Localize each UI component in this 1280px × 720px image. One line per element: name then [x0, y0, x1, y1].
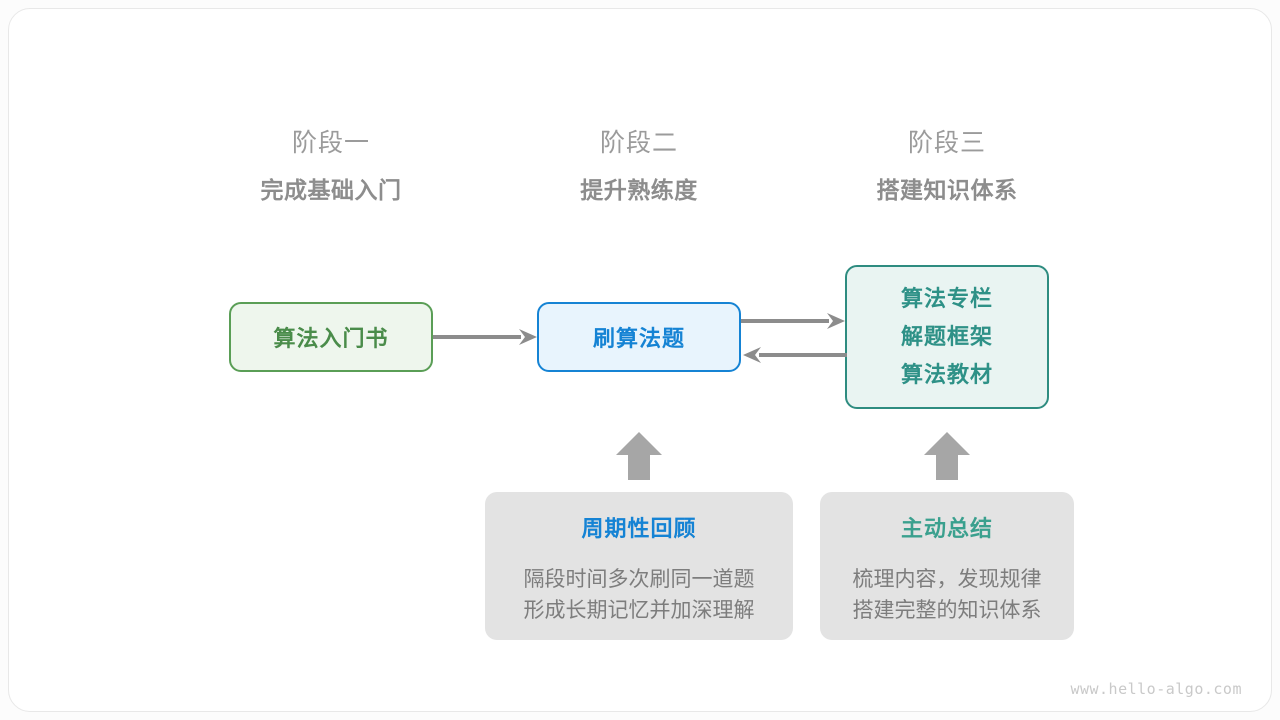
stage-header-1: 阶段一 完成基础入门: [201, 126, 461, 207]
node-label-line-2: 解题框架: [900, 324, 993, 349]
note-body-line-1: 梳理内容，发现规律: [852, 568, 1042, 591]
stage-number-3: 阶段三: [907, 129, 986, 157]
node-learning-resources[interactable]: 算法专栏 解题框架 算法教材: [845, 265, 1049, 409]
note-title: 周期性回顾: [581, 516, 697, 541]
note-body-line-2: 形成长期记忆并加深理解: [523, 599, 755, 622]
arrow-resources-to-practice: [743, 347, 847, 363]
stage-header-2: 阶段二 提升熟练度: [509, 126, 769, 207]
arrow-review-to-practice: [616, 432, 662, 480]
node-label-line-3: 算法教材: [900, 362, 993, 387]
note-body: 梳理内容，发现规律 搭建完整的知识体系: [853, 564, 1042, 626]
note-body-line-2: 搭建完整的知识体系: [852, 599, 1042, 622]
node-algorithm-intro-book[interactable]: 算法入门书: [229, 302, 433, 372]
stage-number-1: 阶段一: [291, 129, 370, 157]
node-label: 刷算法题: [592, 326, 685, 351]
note-periodic-review[interactable]: 周期性回顾 隔段时间多次刷同一道题 形成长期记忆并加深理解: [485, 492, 793, 640]
note-body-line-1: 隔段时间多次刷同一道题: [523, 568, 755, 591]
note-active-summary[interactable]: 主动总结 梳理内容，发现规律 搭建完整的知识体系: [820, 492, 1074, 640]
stage-title-2: 提升熟练度: [580, 177, 698, 203]
stage-number-2: 阶段二: [599, 129, 678, 157]
node-practice-problems[interactable]: 刷算法题: [537, 302, 741, 372]
node-label: 算法入门书: [273, 326, 389, 351]
node-label-line-1: 算法专栏: [900, 286, 993, 311]
arrow-summary-to-resources: [924, 432, 970, 480]
stage-title-1: 完成基础入门: [260, 177, 402, 203]
note-title: 主动总结: [900, 516, 993, 541]
arrow-practice-to-resources: [741, 313, 845, 329]
arrow-book-to-practice: [433, 329, 537, 345]
note-body: 隔段时间多次刷同一道题 形成长期记忆并加深理解: [524, 564, 755, 626]
stage-title-3: 搭建知识体系: [876, 177, 1018, 203]
watermark-url: www.hello-algo.com: [1070, 680, 1242, 698]
stage-header-3: 阶段三 搭建知识体系: [817, 126, 1077, 207]
